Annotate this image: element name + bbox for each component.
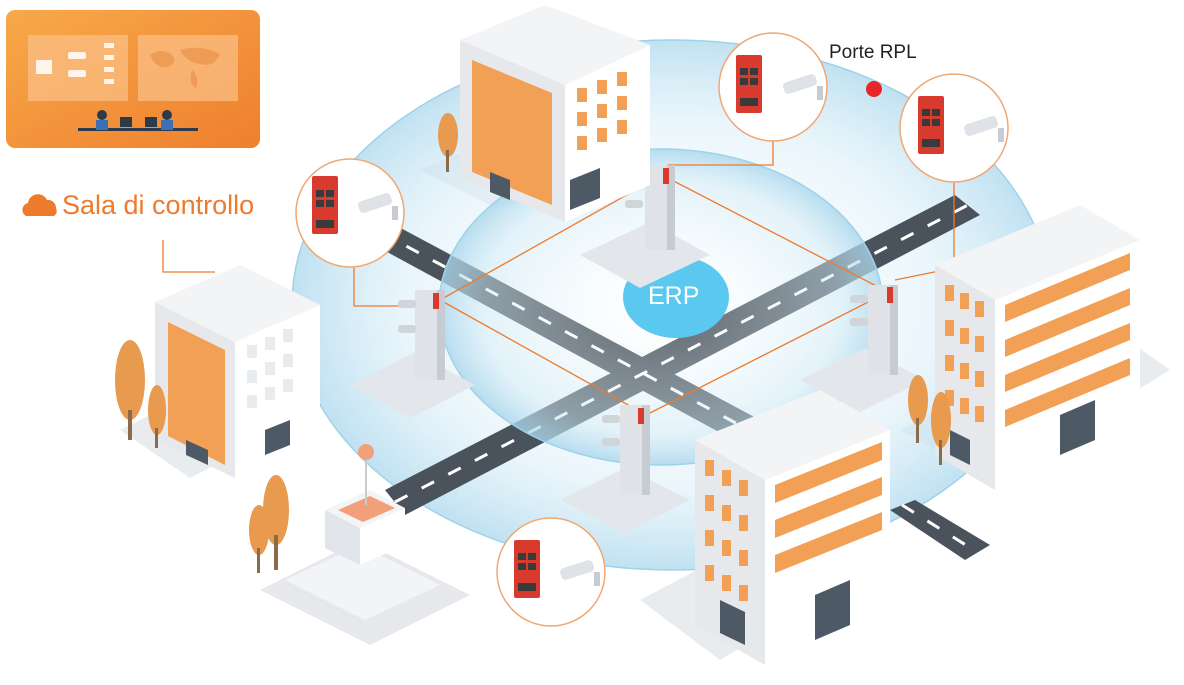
camera-poles bbox=[350, 165, 925, 533]
rpl-ports-label: Porte RPL bbox=[829, 42, 917, 63]
building-left bbox=[155, 265, 320, 478]
building-bottom bbox=[695, 390, 890, 665]
erp-label: ERP bbox=[648, 282, 700, 310]
callout-device-bottom bbox=[496, 517, 606, 627]
pole-left bbox=[350, 290, 475, 418]
building-top bbox=[438, 5, 650, 222]
building-right bbox=[908, 205, 1140, 490]
control-room-label: Sala di controllo bbox=[62, 190, 255, 220]
pole-top bbox=[580, 165, 710, 288]
cloud-icon bbox=[22, 194, 57, 216]
pole-bottom bbox=[560, 405, 690, 533]
callout-device-top bbox=[718, 32, 828, 142]
callout-device-right bbox=[899, 73, 1009, 183]
pole-right bbox=[800, 285, 925, 412]
rpl-port-dot bbox=[866, 81, 882, 97]
plaza-monument bbox=[260, 444, 470, 645]
control-room-panel bbox=[6, 10, 260, 148]
callout-device-left bbox=[295, 158, 405, 268]
trees-left bbox=[115, 340, 289, 573]
